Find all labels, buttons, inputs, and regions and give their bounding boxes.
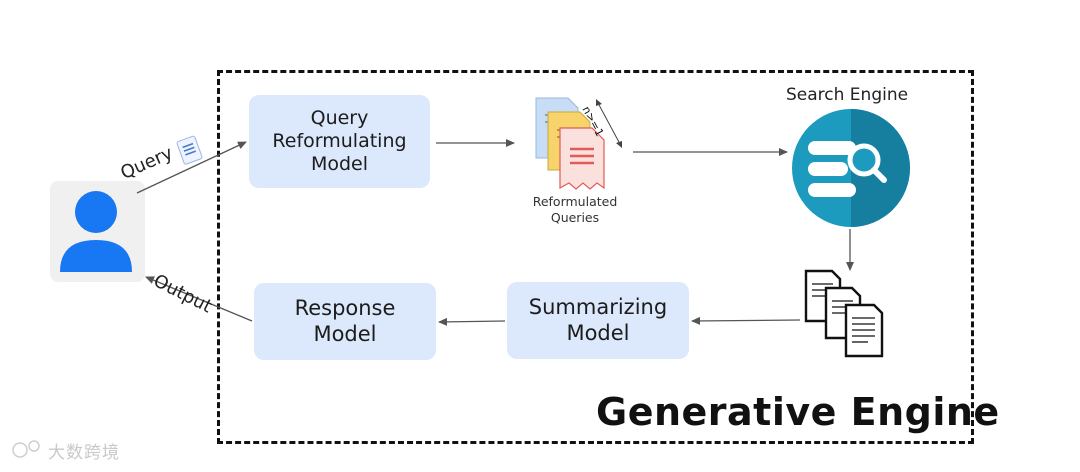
count-double-arrow (597, 102, 621, 145)
query-document-icon (176, 135, 203, 165)
watermark-logo (12, 440, 40, 458)
query-reformulating-model-node: Query Reformulating Model (249, 95, 430, 188)
edge-user-to-query-model (136, 141, 247, 194)
reformulated-queries-icon (535, 97, 605, 190)
retrieved-documents-icon (804, 269, 884, 358)
edge-summarizing-to-response (438, 317, 506, 326)
summarizing-model-node: Summarizing Model (507, 282, 689, 359)
response-model-node: Response Model (254, 283, 436, 360)
search-engine-label: Search Engine (786, 85, 909, 105)
user-icon (50, 181, 145, 282)
reformulated-queries-label: Reformulated Queries (532, 194, 618, 226)
response-model-label: Response Model (294, 296, 396, 346)
edge-docs-to-summarizing (691, 316, 801, 325)
edge-response-to-user (145, 276, 253, 322)
generative-engine-frame (217, 70, 974, 444)
query-reformulating-model-label: Query Reformulating Model (272, 107, 407, 175)
diagram-title: Generative Engine (596, 390, 1000, 434)
watermark-text: 大数跨境 (48, 443, 120, 463)
search-engine-icon (792, 109, 910, 227)
summarizing-model-label: Summarizing Model (528, 295, 668, 345)
